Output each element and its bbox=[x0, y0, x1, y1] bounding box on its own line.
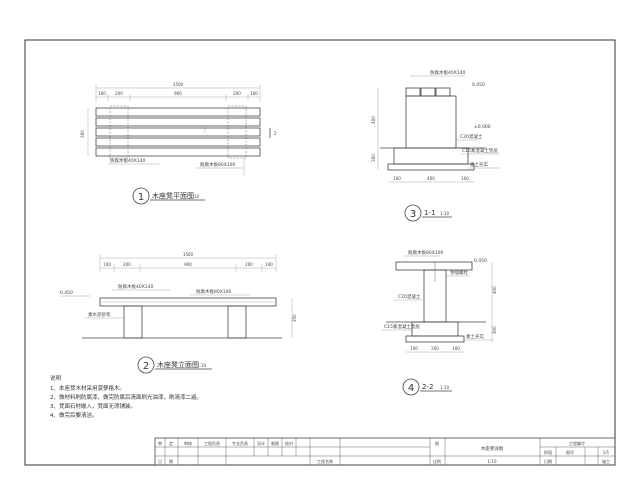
tb-project-label: 工程编号 bbox=[569, 440, 585, 446]
note-item: 3、凳面石材嵌入，凳面无须铺装。 bbox=[50, 402, 136, 410]
plan-view-scale: 1:10 bbox=[190, 194, 199, 199]
tb-cell: 工程名称 bbox=[317, 458, 333, 464]
elev-label: 防腐木板80X100 bbox=[196, 288, 232, 295]
plan-section-mark: 2 bbox=[274, 131, 277, 136]
plan-view-title: 木座凳平面图 bbox=[152, 191, 194, 200]
tb-cell: 日 bbox=[158, 459, 162, 464]
notes-heading: 说明 bbox=[50, 374, 62, 382]
plan-dim-seg: 200 bbox=[233, 91, 241, 96]
s1-view-title: 1-1 bbox=[424, 209, 435, 217]
s1-dim-side: 300 bbox=[371, 154, 376, 162]
s1-dim-side: 400 bbox=[371, 116, 376, 124]
plan-label: 防腐木板40X140 bbox=[110, 157, 146, 164]
elev-view-title: 木座凳立面图 bbox=[157, 360, 199, 369]
elev-view-number: 2 bbox=[143, 361, 149, 372]
notes-block: 说明 1、本座凳木材采用菠萝格木。 2、做材料刷防腐漆，做完防腐后清面刷光油漆，… bbox=[50, 374, 202, 419]
plan-view-number: 1 bbox=[138, 192, 144, 203]
s2-view-number: 4 bbox=[408, 383, 414, 394]
plan-dim-seg: 900 bbox=[174, 91, 182, 96]
s1-concrete-body bbox=[405, 95, 457, 149]
s1-level-top: 0.450 bbox=[472, 82, 485, 88]
s2-view-scale: 1:10 bbox=[440, 385, 449, 390]
s2-label: C20混凝土 bbox=[398, 293, 421, 300]
elev-dim-seg: 100 bbox=[265, 262, 273, 267]
plan-dim-height: 300 bbox=[80, 130, 85, 138]
section-2-2-view: 防腐木板80X100 0.450 预埋螺栓 C20混凝土 C15素混凝土垫层 素… bbox=[382, 249, 497, 396]
tb-cell: 定 bbox=[169, 440, 173, 446]
tb-cell: 设计 bbox=[257, 440, 265, 446]
s1-view-number: 3 bbox=[410, 209, 416, 220]
elev-view-scale: 1:10 bbox=[197, 363, 206, 368]
s1-view-scale: 1:10 bbox=[440, 211, 449, 216]
elev-label: 防腐木板40X140 bbox=[118, 283, 154, 290]
elev-dim-overall: 1500 bbox=[183, 252, 194, 257]
elev-dim-seg: 100 bbox=[103, 262, 111, 267]
plan-dim-overall: 1500 bbox=[173, 82, 184, 87]
elev-dim-seg: 200 bbox=[123, 262, 131, 267]
s2-dim-bottom: 100 bbox=[452, 346, 460, 351]
tb-date-value: 施工 bbox=[602, 458, 610, 464]
plan-view: 1500 100 200 900 200 100 bbox=[80, 82, 277, 205]
s1-label: C15素混凝土垫层 bbox=[462, 147, 498, 154]
plan-dim-seg: 100 bbox=[98, 91, 106, 96]
s2-label: C15素混凝土垫层 bbox=[384, 323, 420, 330]
s1-label: 素土夯实 bbox=[470, 161, 488, 168]
s1-level-bottom: ±0.000 bbox=[474, 124, 491, 130]
elev-dim-seg: 900 bbox=[184, 262, 192, 267]
s1-dim-bottom: 100 bbox=[461, 176, 469, 181]
plan-dim-seg: 200 bbox=[115, 91, 123, 96]
outer-frame bbox=[24, 39, 616, 466]
tb-cell: 专业负责 bbox=[232, 440, 248, 446]
s1-label: 防腐木板40X140 bbox=[430, 69, 466, 76]
s2-label: 素土夯实 bbox=[466, 333, 484, 340]
tb-sheet-label: 图号 bbox=[566, 449, 574, 455]
tb-drawing-label: 图 bbox=[435, 440, 439, 446]
tb-drawing-name: 木座凳详图 bbox=[481, 445, 504, 452]
s1-dim-bottom: 400 bbox=[427, 176, 435, 181]
s2-label: 防腐木板80X100 bbox=[408, 249, 444, 256]
s2-dim-bottom: 200 bbox=[431, 346, 439, 351]
plan-dim-seg: 100 bbox=[250, 91, 258, 96]
title-block: 审 定 审核 工程负责 专业负责 设计 制图 校对 日 期 工程名称 图 木座凳… bbox=[154, 437, 616, 466]
tb-date-label: 日期 bbox=[544, 458, 552, 464]
note-item: 2、做材料刷防腐漆，做完防腐后清面刷光油漆，刷清漆二遍。 bbox=[50, 393, 202, 401]
tb-scale-label: 比例 bbox=[433, 458, 441, 464]
section-1-1-view: 防腐木板40X140 0.450 ±0.000 C20混凝土 C15素混凝土垫层… bbox=[371, 69, 500, 222]
s2-dim-bottom: 100 bbox=[410, 346, 418, 351]
tb-sheet-value: 1/1 bbox=[603, 450, 610, 455]
tb-cell: 审核 bbox=[184, 440, 192, 446]
tb-cell: 期 bbox=[169, 458, 173, 464]
elev-level: 0.450 bbox=[60, 290, 73, 296]
s2-dim-side: 400 bbox=[492, 286, 497, 294]
note-item: 1、本座凳木材采用菠萝格木。 bbox=[50, 384, 125, 392]
tb-cell: 审 bbox=[158, 440, 162, 446]
elev-dim-height: 350 bbox=[292, 314, 297, 322]
tb-cell: 校对 bbox=[285, 440, 293, 446]
s2-level-top: 0.450 bbox=[474, 258, 487, 264]
s2-view-title: 2-2 bbox=[422, 383, 433, 391]
s2-dim-side: 300 bbox=[492, 326, 497, 334]
elevation-view: 1500 100 200 900 200 100 防腐木板40X140 防腐木板… bbox=[60, 252, 297, 374]
tb-phase-label: 阶段 bbox=[544, 449, 552, 455]
elev-dim-seg: 200 bbox=[245, 262, 253, 267]
elev-label: 素水泥砂浆 bbox=[88, 311, 111, 318]
s1-dim-bottom: 100 bbox=[393, 176, 401, 181]
tb-scale-value: 1:10 bbox=[488, 459, 497, 464]
note-item: 4、做完后要清洁。 bbox=[50, 411, 98, 419]
s1-label: C20混凝土 bbox=[460, 133, 483, 140]
s2-label: 预埋螺栓 bbox=[450, 269, 468, 276]
tb-cell: 工程负责 bbox=[204, 440, 220, 446]
plan-label: 防腐木板80X100 bbox=[200, 161, 236, 168]
tb-cell: 制图 bbox=[271, 440, 279, 446]
